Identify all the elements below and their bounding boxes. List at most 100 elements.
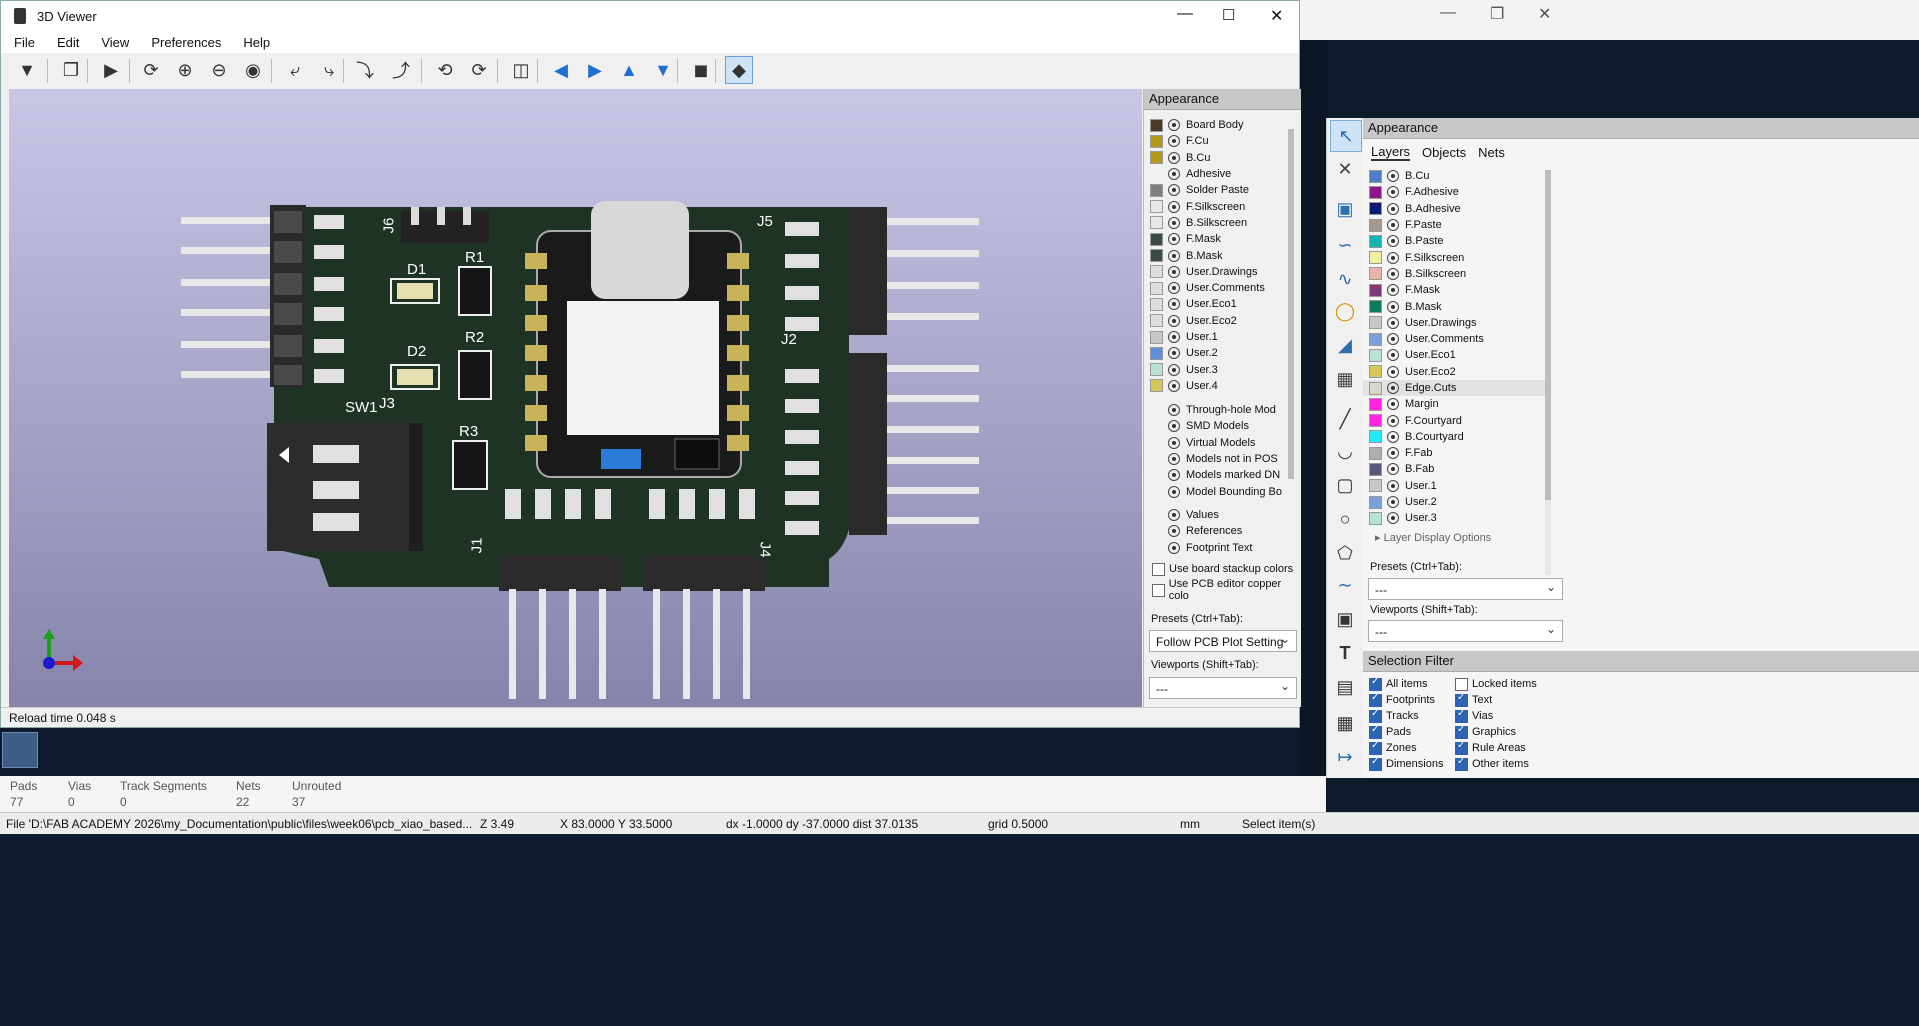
visibility-eye-icon[interactable] bbox=[1387, 333, 1399, 346]
3d-presets-select[interactable]: Follow PCB Plot Setting bbox=[1149, 628, 1297, 652]
layer-row[interactable]: F.Courtyard bbox=[1363, 412, 1548, 428]
minimize-icon[interactable]: — bbox=[1440, 4, 1456, 21]
layer-row[interactable]: Footprint Text bbox=[1144, 540, 1292, 556]
layer-row[interactable]: Model Bounding Bo bbox=[1144, 483, 1292, 499]
layer-row[interactable]: Models marked DN bbox=[1144, 467, 1292, 483]
layer-row[interactable]: Margin bbox=[1363, 396, 1548, 412]
visibility-eye-icon[interactable] bbox=[1168, 119, 1180, 132]
visibility-eye-icon[interactable] bbox=[1168, 347, 1180, 360]
visibility-eye-icon[interactable] bbox=[1168, 168, 1180, 181]
reload-icon[interactable]: ⟳ bbox=[143, 59, 159, 80]
layer-row[interactable]: User.3 bbox=[1363, 510, 1548, 526]
layer-row[interactable]: User.Comments bbox=[1144, 280, 1292, 296]
zoom-fit-icon[interactable]: ◉ bbox=[245, 59, 261, 80]
maximize-icon[interactable]: ☐ bbox=[1222, 7, 1236, 24]
layer-row[interactable]: References bbox=[1144, 523, 1292, 539]
layer-row[interactable]: F.Mask bbox=[1144, 231, 1292, 247]
layer-color-swatch[interactable] bbox=[1369, 202, 1382, 216]
layer-row[interactable]: User.4 bbox=[1144, 378, 1292, 394]
visibility-eye-icon[interactable] bbox=[1168, 216, 1180, 229]
draw-rectangle-icon[interactable]: ▢ bbox=[1336, 474, 1354, 495]
layer-color-swatch[interactable] bbox=[1369, 365, 1382, 379]
visibility-eye-icon[interactable] bbox=[1168, 184, 1180, 197]
visibility-eye-icon[interactable] bbox=[1387, 267, 1399, 280]
visibility-eye-icon[interactable] bbox=[1387, 235, 1399, 248]
visibility-eye-icon[interactable] bbox=[1387, 382, 1399, 394]
use-board-stackup-checkbox[interactable]: Use board stackup colors bbox=[1152, 561, 1293, 577]
layer-row[interactable]: User.Eco2 bbox=[1144, 313, 1292, 329]
filter-checkbox[interactable]: Tracks bbox=[1369, 708, 1443, 724]
layer-row[interactable]: SMD Models bbox=[1144, 418, 1292, 434]
3d-appearance-scrollbar[interactable] bbox=[1288, 129, 1294, 479]
visibility-eye-icon[interactable] bbox=[1168, 485, 1180, 498]
layer-row[interactable]: B.Silkscreen bbox=[1363, 266, 1548, 282]
visibility-eye-icon[interactable] bbox=[1387, 251, 1399, 264]
layer-color-swatch[interactable] bbox=[1369, 446, 1382, 460]
layer-color-swatch[interactable] bbox=[1369, 316, 1382, 330]
visibility-eye-icon[interactable] bbox=[1387, 512, 1399, 525]
layer-row[interactable]: B.Mask bbox=[1144, 247, 1292, 263]
visibility-eye-icon[interactable] bbox=[1168, 151, 1180, 164]
copy-icon[interactable]: ❐ bbox=[62, 59, 80, 80]
visibility-eye-icon[interactable] bbox=[1168, 363, 1180, 376]
visibility-eye-icon[interactable] bbox=[1387, 414, 1399, 427]
tab-objects[interactable]: Objects bbox=[1422, 144, 1467, 160]
filter-checkbox[interactable]: Other items bbox=[1455, 756, 1537, 772]
layer-row[interactable]: F.Paste bbox=[1363, 217, 1548, 233]
layer-color-swatch[interactable] bbox=[1150, 453, 1163, 466]
visibility-eye-icon[interactable] bbox=[1387, 284, 1399, 297]
pcb-presets-select[interactable]: --- bbox=[1368, 576, 1563, 600]
layer-row[interactable]: User.Comments bbox=[1363, 331, 1548, 347]
layer-color-swatch[interactable] bbox=[1150, 134, 1163, 148]
layer-scrollbar[interactable] bbox=[1545, 170, 1551, 575]
select-tool-icon[interactable]: ↖ bbox=[1330, 120, 1362, 152]
flip-board-icon[interactable]: ◫ bbox=[512, 59, 530, 80]
layer-color-swatch[interactable] bbox=[1150, 314, 1163, 328]
visibility-eye-icon[interactable] bbox=[1168, 525, 1180, 538]
layer-row[interactable]: User.2 bbox=[1363, 494, 1548, 510]
visibility-eye-icon[interactable] bbox=[1168, 200, 1180, 213]
add-image-icon[interactable]: ▣ bbox=[1336, 608, 1354, 629]
add-text-icon[interactable]: T bbox=[1339, 642, 1351, 663]
layer-color-swatch[interactable] bbox=[1150, 469, 1163, 482]
add-table-icon[interactable]: ▦ bbox=[1336, 712, 1354, 733]
visibility-eye-icon[interactable] bbox=[1387, 316, 1399, 329]
layer-row[interactable]: Virtual Models bbox=[1144, 435, 1292, 451]
layer-color-swatch[interactable] bbox=[1369, 511, 1382, 525]
visibility-eye-icon[interactable] bbox=[1168, 379, 1180, 392]
layer-color-swatch[interactable] bbox=[1150, 183, 1163, 197]
visibility-eye-icon[interactable] bbox=[1168, 436, 1180, 449]
visibility-eye-icon[interactable] bbox=[1168, 298, 1180, 311]
layer-color-swatch[interactable] bbox=[1150, 249, 1163, 263]
layer-color-swatch[interactable] bbox=[1369, 218, 1382, 232]
layer-row[interactable]: Solder Paste bbox=[1144, 182, 1292, 198]
visibility-eye-icon[interactable] bbox=[1387, 300, 1399, 313]
layer-color-swatch[interactable] bbox=[1369, 283, 1382, 297]
layer-row[interactable]: B.Courtyard bbox=[1363, 429, 1548, 445]
visibility-eye-icon[interactable] bbox=[1387, 202, 1399, 215]
filter-checkbox[interactable]: Zones bbox=[1369, 740, 1443, 756]
add-via-icon[interactable]: ◯ bbox=[1334, 300, 1356, 321]
layer-color-swatch[interactable] bbox=[1369, 462, 1382, 476]
layer-color-swatch[interactable] bbox=[1150, 151, 1163, 165]
layer-color-swatch[interactable] bbox=[1150, 118, 1163, 132]
tab-nets[interactable]: Nets bbox=[1478, 144, 1505, 160]
layer-row[interactable]: B.Mask bbox=[1363, 298, 1548, 314]
ortho-icon[interactable]: ◼ bbox=[693, 59, 709, 80]
layer-color-swatch[interactable] bbox=[1150, 330, 1163, 344]
draw-bezier-icon[interactable]: ∼ bbox=[1337, 574, 1353, 595]
visibility-eye-icon[interactable] bbox=[1168, 420, 1180, 433]
layer-color-swatch[interactable] bbox=[1150, 168, 1163, 181]
layer-row[interactable]: Values bbox=[1144, 507, 1292, 523]
move-left-icon[interactable]: ◀ bbox=[554, 59, 568, 80]
use-pcb-copper-checkbox[interactable]: Use PCB editor copper colo bbox=[1152, 578, 1301, 602]
menu-preferences[interactable]: Preferences bbox=[151, 35, 222, 50]
layer-row[interactable]: User.3 bbox=[1144, 361, 1292, 377]
draw-arc-icon[interactable]: ◡ bbox=[1337, 440, 1353, 461]
layer-row[interactable]: B.Cu bbox=[1363, 168, 1548, 184]
visibility-eye-icon[interactable] bbox=[1168, 282, 1180, 295]
layer-row[interactable]: User.1 bbox=[1144, 329, 1292, 345]
rotate-y-ccw-icon[interactable]: ⤴ bbox=[392, 61, 410, 81]
